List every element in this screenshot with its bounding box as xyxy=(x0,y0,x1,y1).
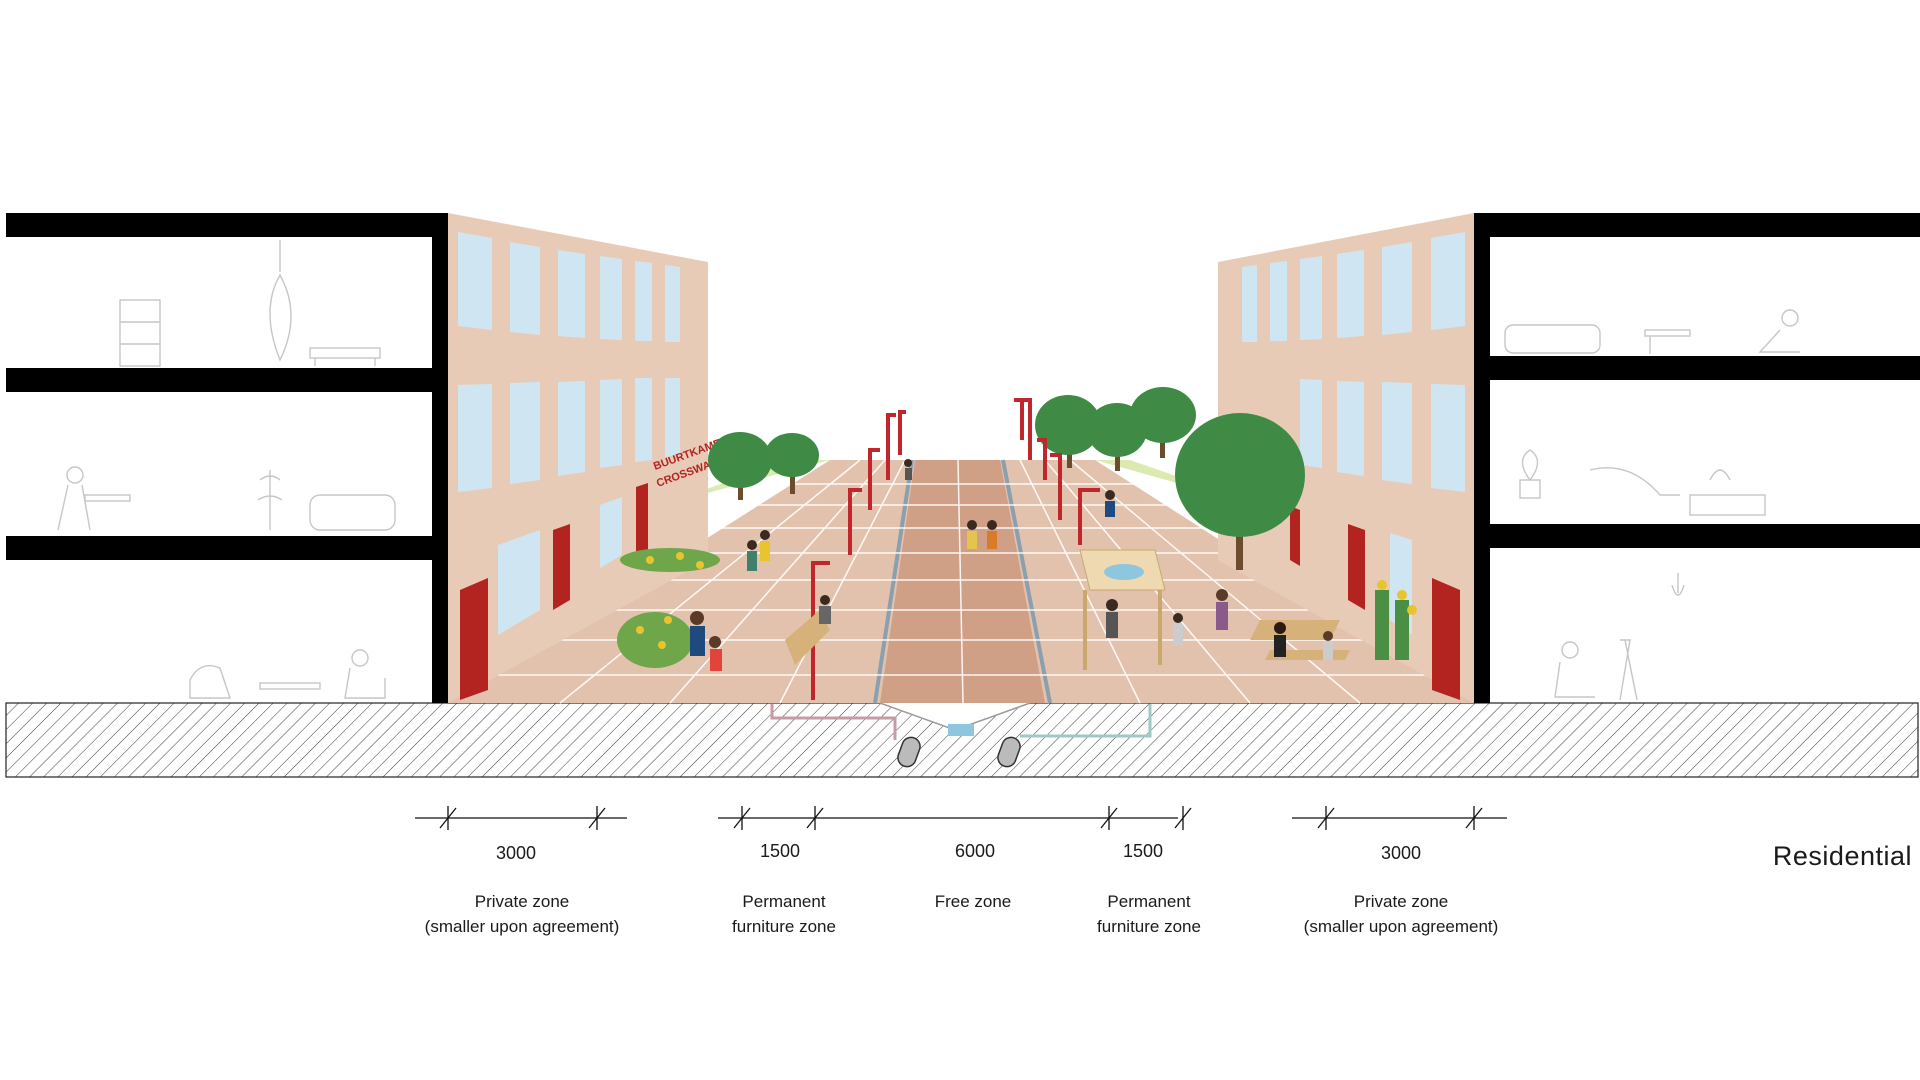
tree xyxy=(765,433,819,494)
tree xyxy=(1035,395,1101,468)
dimension-furniture-left: 1500 xyxy=(759,841,801,861)
ground-section xyxy=(5,702,1919,778)
right-building-section xyxy=(1474,213,1920,703)
zone-label-line: Permanent xyxy=(742,892,826,911)
person xyxy=(760,530,770,561)
person xyxy=(747,540,757,571)
left-facade-windows xyxy=(458,232,680,635)
zone-label-line: Private zone xyxy=(1353,892,1449,911)
zone-label-line: (smaller upon agreement) xyxy=(424,917,620,936)
interior-sketches-left xyxy=(57,240,396,699)
tree xyxy=(1130,387,1196,458)
person xyxy=(904,459,912,480)
left-building-section xyxy=(6,213,448,703)
dimension-free-zone: 6000 xyxy=(954,841,996,861)
tree xyxy=(708,432,772,500)
street-perspective: BUURTKAMER CROSSWAY xyxy=(448,213,1474,704)
zone-label-line: furniture zone xyxy=(732,917,836,936)
person xyxy=(1173,613,1183,646)
person xyxy=(967,520,977,549)
tree xyxy=(1175,413,1305,570)
interior-sketches-right xyxy=(1504,309,1800,701)
zone-label-line: Permanent xyxy=(1107,892,1191,911)
lamp-posts xyxy=(811,398,1100,700)
zone-label-free: Free zone xyxy=(843,889,1103,914)
zone-label-line: (smaller upon agreement) xyxy=(1303,917,1499,936)
people xyxy=(690,459,1333,671)
person xyxy=(1216,589,1228,630)
pipe-right xyxy=(997,736,1021,768)
person xyxy=(709,636,722,671)
dimension-private-left: 3000 xyxy=(495,843,537,863)
bench-left xyxy=(785,610,830,665)
building-type-label: Residential xyxy=(1772,841,1912,871)
person xyxy=(1323,631,1333,660)
zone-label-line: furniture zone xyxy=(1097,917,1201,936)
person xyxy=(1106,599,1118,638)
person xyxy=(1105,490,1115,517)
zone-label-private-right: Private zone (smaller upon agreement) xyxy=(1271,889,1531,939)
planters-left xyxy=(617,548,720,668)
free-zone-strip xyxy=(880,460,1045,703)
zone-label-private-left: Private zone (smaller upon agreement) xyxy=(392,889,652,939)
person xyxy=(819,595,831,624)
pergola xyxy=(1079,549,1166,670)
right-facade-doors xyxy=(1290,506,1460,700)
left-facade-doors xyxy=(460,483,648,700)
dimension-lines xyxy=(415,806,1507,830)
person xyxy=(690,611,705,656)
person xyxy=(987,520,997,549)
zone-label-furniture-left: Permanent furniture zone xyxy=(654,889,914,939)
right-facade-windows xyxy=(1242,232,1465,635)
person xyxy=(1274,622,1286,657)
sunflowers-right xyxy=(1375,580,1417,660)
trees xyxy=(708,387,1305,570)
zone-label-line: Free zone xyxy=(934,892,1012,911)
pipe-left xyxy=(897,736,921,768)
zone-label-line: Private zone xyxy=(474,892,570,911)
dimension-furniture-right: 1500 xyxy=(1122,841,1164,861)
dimension-private-right: 3000 xyxy=(1380,843,1422,863)
zone-label-furniture-right: Permanent furniture zone xyxy=(1019,889,1279,939)
